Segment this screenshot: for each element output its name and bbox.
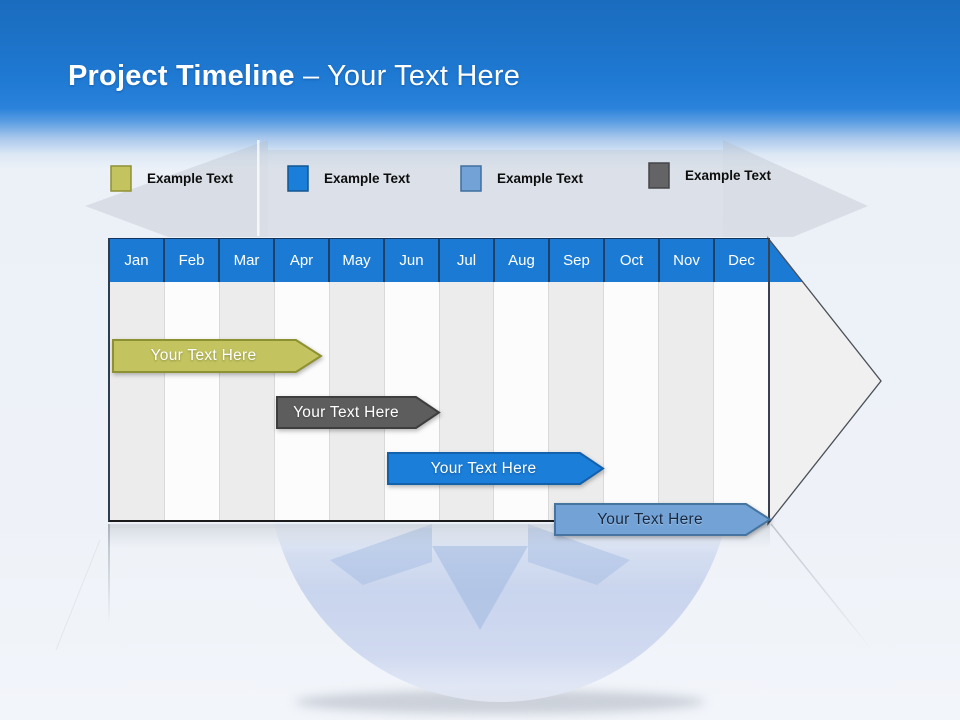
timeline-forward-arrow[interactable] — [767, 236, 885, 528]
bar-label: Your Text Here — [597, 510, 703, 528]
page-title[interactable]: Project Timeline – Your Text Here — [68, 60, 520, 93]
month-cell-jan: Jan — [110, 239, 165, 282]
bar-label: Your Text Here — [150, 347, 257, 364]
month-column — [163, 282, 219, 520]
month-cell-jun: Jun — [385, 239, 440, 282]
month-cell-dec: Dec — [715, 239, 768, 282]
legend-swatch-icon — [110, 165, 132, 192]
legend-label: Example Text — [147, 171, 234, 186]
legend-item-4[interactable]: Example Text — [648, 162, 771, 189]
month-cell-mar: Mar — [220, 239, 275, 282]
timeline-body: Your Text Here Your Text Here Your Text … — [110, 282, 772, 536]
timeline-bar-3[interactable]: Your Text Here — [387, 452, 605, 485]
timeline-bar-1[interactable]: Your Text Here — [112, 339, 323, 373]
legend-item-3[interactable]: Example Text — [460, 165, 583, 192]
month-cell-jul: Jul — [440, 239, 495, 282]
legend-label: Example Text — [324, 171, 411, 186]
legend-label: Example Text — [685, 168, 772, 183]
bar-label: Your Text Here — [293, 403, 399, 421]
month-column — [603, 282, 659, 520]
title-light: – Your Text Here — [302, 60, 521, 92]
month-cell-may: May — [330, 239, 385, 282]
legend-item-1[interactable]: Example Text — [110, 165, 233, 192]
legend-swatch-icon — [648, 162, 670, 189]
month-cell-aug: Aug — [495, 239, 550, 282]
table-reflection — [55, 523, 873, 651]
month-cell-apr: Apr — [275, 239, 330, 282]
title-bold: Project Timeline — [68, 60, 295, 92]
month-column — [713, 282, 769, 520]
month-column — [110, 282, 164, 520]
month-cell-nov: Nov — [660, 239, 715, 282]
timeline-bar-4[interactable]: Your Text Here — [554, 503, 772, 536]
bar-label: Your Text Here — [430, 459, 537, 477]
month-column — [218, 282, 274, 520]
v-logo-watermark — [330, 524, 630, 630]
timeline-table[interactable]: Jan Feb Mar Apr May Jun Jul Aug Sep Oct … — [108, 238, 772, 536]
month-cell-oct: Oct — [605, 239, 660, 282]
month-header-row: Jan Feb Mar Apr May Jun Jul Aug Sep Oct … — [110, 238, 768, 282]
month-cell-feb: Feb — [165, 239, 220, 282]
legend-swatch-icon — [460, 165, 482, 192]
legend-label: Example Text — [497, 171, 584, 186]
legend-swatch-icon — [287, 165, 309, 192]
legend-item-2[interactable]: Example Text — [287, 165, 410, 192]
timeline-bar-2[interactable]: Your Text Here — [276, 396, 441, 429]
month-column — [658, 282, 714, 520]
sphere-shadow — [295, 690, 705, 714]
month-cell-sep: Sep — [550, 239, 605, 282]
